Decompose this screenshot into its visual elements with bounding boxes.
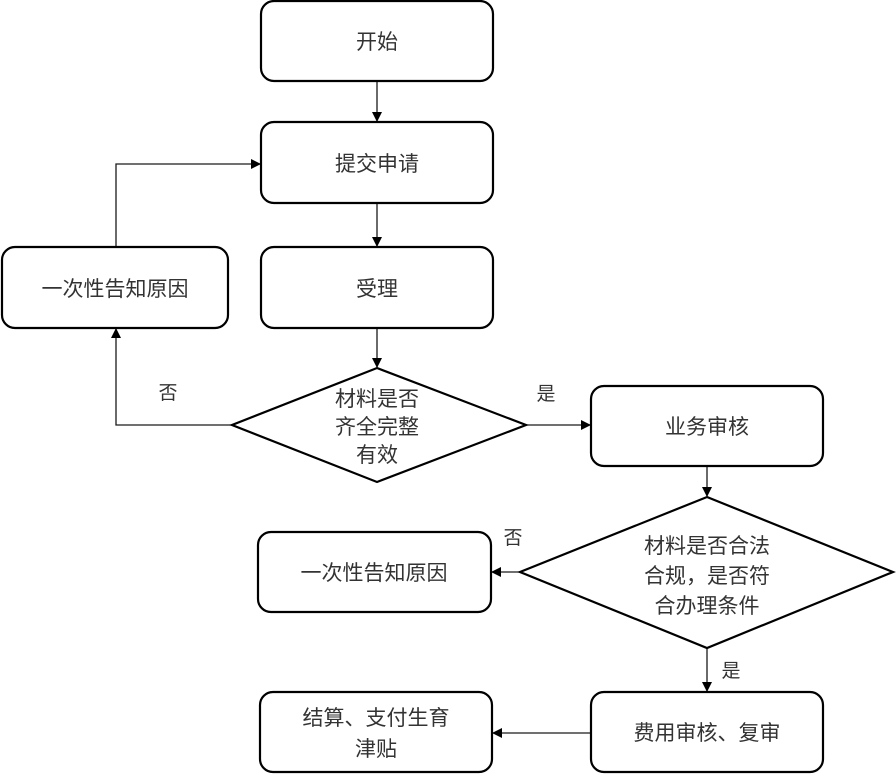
- node-pay-line-2: 津贴: [355, 737, 397, 761]
- node-review: 业务审核: [589, 384, 825, 468]
- edge-label-check2-yes: 是: [721, 660, 740, 682]
- node-check-1-line-1: 材料是否: [335, 387, 419, 411]
- node-check-2-line-2: 合规，是否符: [644, 564, 770, 588]
- node-review-label: 业务审核: [665, 415, 749, 439]
- node-notify-1: 一次性告知原因: [0, 245, 230, 330]
- node-check-1-line-3: 有效: [356, 443, 398, 467]
- node-submit: 提交申请: [259, 120, 495, 205]
- edge-check1-notify1: [111, 328, 232, 426]
- node-start: 开始: [259, 0, 495, 83]
- node-check-1: 材料是否 齐全完整 有效: [228, 366, 530, 484]
- node-audit: 费用审核、复审: [589, 690, 825, 774]
- node-start-label: 开始: [356, 30, 398, 54]
- node-check-1-line-2: 齐全完整: [335, 415, 419, 439]
- edge-label-check2-no: 否: [503, 527, 522, 549]
- node-check-2: 材料是否合法 合规，是否符 合办理条件: [517, 495, 896, 650]
- node-audit-label: 费用审核、复审: [634, 721, 781, 745]
- node-notify-1-label: 一次性告知原因: [42, 277, 189, 301]
- edge-label-check1-yes: 是: [536, 383, 555, 405]
- node-accept: 受理: [259, 245, 495, 330]
- edge-label-check1-no: 否: [158, 382, 177, 404]
- node-submit-label: 提交申请: [335, 152, 419, 176]
- node-notify-2: 一次性告知原因: [256, 530, 493, 614]
- node-check-2-line-3: 合办理条件: [655, 594, 760, 618]
- connectors: [111, 81, 712, 738]
- node-check-2-line-1: 材料是否合法: [644, 534, 770, 558]
- node-pay-line-1: 结算、支付生育: [303, 706, 450, 730]
- node-accept-label: 受理: [356, 277, 398, 301]
- edge-notify1-submit: [115, 159, 261, 247]
- node-pay: 结算、支付生育 津贴: [258, 690, 494, 774]
- node-notify-2-label: 一次性告知原因: [301, 561, 448, 585]
